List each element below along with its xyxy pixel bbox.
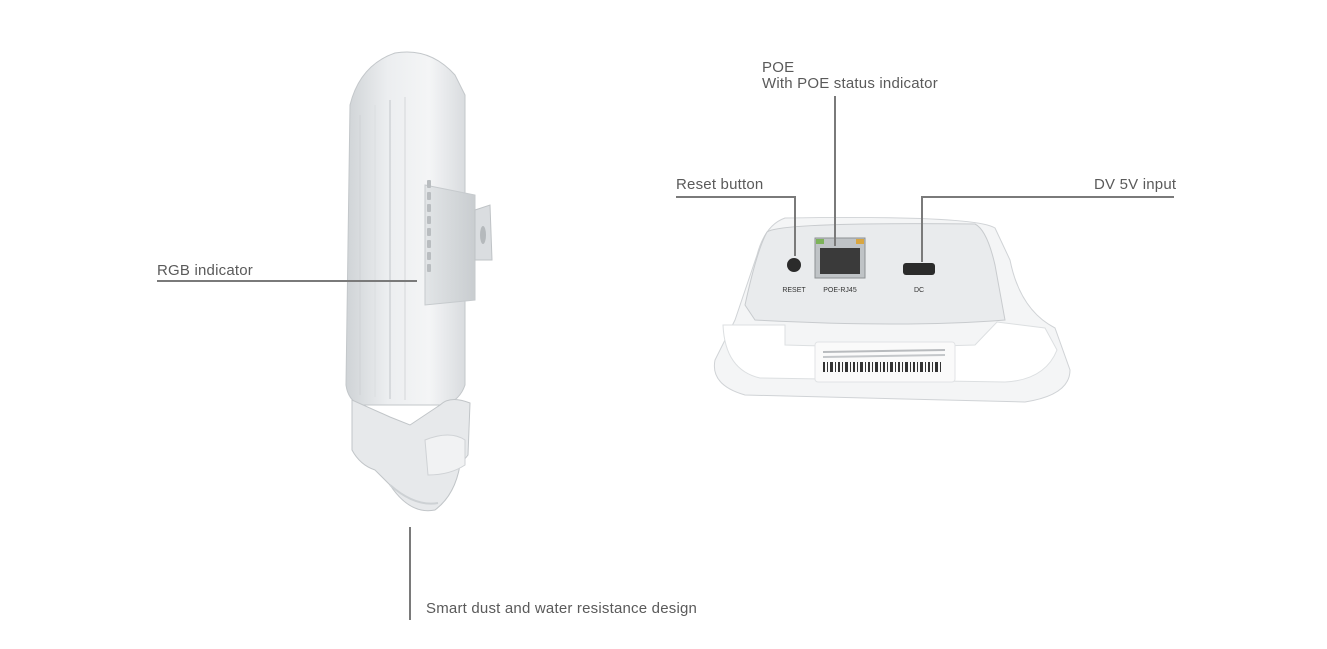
poe-rj45-caption: POE-RJ45	[823, 287, 857, 294]
reset-button-label: Reset button	[676, 176, 764, 193]
poe-leader-vertical	[834, 96, 836, 246]
rgb-indicator-leader	[157, 280, 417, 282]
reset-leader-vertical	[794, 196, 796, 256]
dv-leader-horizontal	[921, 196, 1174, 198]
mount-clip	[351, 399, 471, 512]
rgb-indicator-slots	[427, 180, 431, 272]
port-panel-illustration: RESET POE-RJ45 DC	[713, 216, 1071, 403]
dv-leader-vertical	[921, 196, 923, 262]
poe-label: POE	[762, 59, 795, 76]
reset-leader-horizontal	[676, 196, 796, 198]
dc-port	[903, 263, 935, 275]
dv-input-label: DV 5V input	[1094, 176, 1177, 193]
dust-water-leader	[409, 527, 411, 620]
rgb-indicator-label: RGB indicator	[157, 262, 253, 279]
rj45-port	[814, 237, 866, 279]
dc-caption: DC	[914, 287, 924, 294]
poe-status-label: With POE status indicator	[762, 75, 938, 92]
port-faceplate	[744, 223, 1006, 325]
cpe-device-illustration	[345, 51, 493, 512]
reset-hole	[787, 258, 801, 272]
reset-caption: RESET	[782, 287, 806, 294]
dust-water-label: Smart dust and water resistance design	[426, 600, 698, 617]
